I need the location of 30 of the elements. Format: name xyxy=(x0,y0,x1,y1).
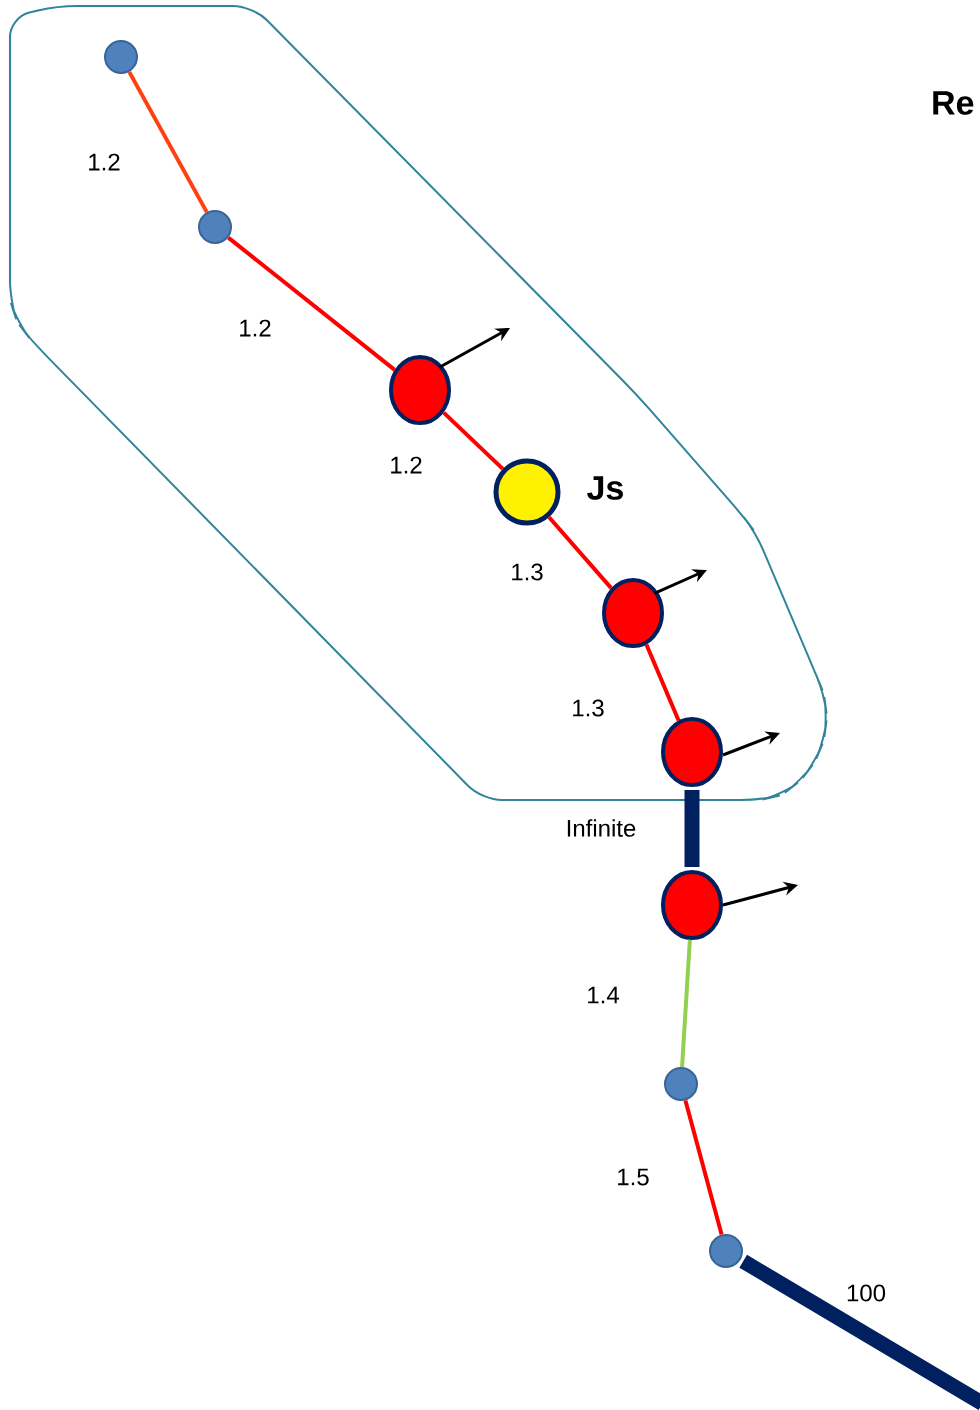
edge-label: 1.4 xyxy=(588,986,619,1004)
heading-text: Re xyxy=(933,91,974,115)
circle-node xyxy=(389,355,451,425)
edge-label: 1.2 xyxy=(240,319,271,337)
connector-line xyxy=(684,790,700,867)
edge-label: 1.2 xyxy=(391,456,422,474)
circle-node xyxy=(709,1234,743,1268)
circle-node xyxy=(493,458,561,526)
edge-label: 1.5 xyxy=(618,1168,649,1186)
region-outline xyxy=(9,5,828,801)
connector-line xyxy=(644,643,681,722)
edge-label: Infinite xyxy=(567,819,636,837)
edge-label: 100 xyxy=(847,1284,886,1302)
edge-label: 1.3 xyxy=(512,563,543,581)
edge-label: 1.3 xyxy=(573,699,604,717)
connector-line xyxy=(683,1099,724,1236)
node-caption: Js xyxy=(587,476,623,500)
connector-line xyxy=(127,70,209,214)
connector-line xyxy=(442,411,505,471)
circle-node xyxy=(104,40,138,74)
circle-node xyxy=(664,1067,698,1101)
connector-line xyxy=(227,236,396,372)
circle-node xyxy=(661,717,723,787)
circle-node xyxy=(602,578,664,648)
edge-label: 1.2 xyxy=(89,153,120,171)
circle-node xyxy=(661,870,723,940)
connector-line xyxy=(739,1254,980,1410)
connector-line xyxy=(547,515,613,590)
circle-node xyxy=(198,210,232,244)
connector-line xyxy=(680,939,692,1068)
